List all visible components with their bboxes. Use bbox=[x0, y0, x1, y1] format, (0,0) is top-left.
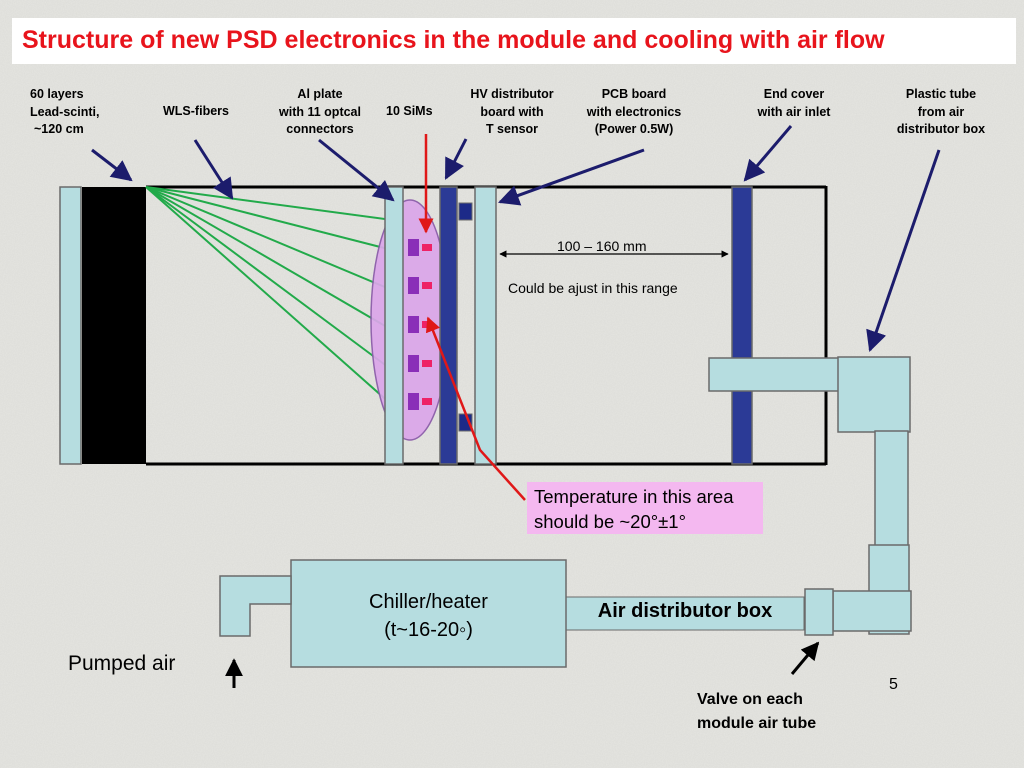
chiller-heater bbox=[290, 559, 567, 668]
air-distributor-box bbox=[565, 596, 805, 631]
page-number: 5 bbox=[889, 676, 898, 693]
label-hv-distributor: HV distributor board with T sensor bbox=[470, 87, 554, 136]
title-banner bbox=[12, 18, 1016, 64]
label-plastic-tube: Plastic tube from air distributor box bbox=[896, 87, 986, 136]
label-layers: 60 layers Lead-scinti, ~120 cm bbox=[30, 87, 100, 136]
air-distributor-label: Air distributor box bbox=[597, 600, 773, 622]
air-tube bbox=[708, 356, 912, 635]
temperature-note: Temperature in this area should be ~20°±… bbox=[527, 482, 763, 534]
hv-distributor-board bbox=[439, 186, 458, 465]
wls-fibers bbox=[145, 186, 393, 406]
lead-scintillator-stack bbox=[82, 187, 146, 464]
pcb-board bbox=[474, 186, 497, 465]
label-end-cover: End cover with air inlet bbox=[757, 87, 831, 119]
label-al-plate: Al plate with 11 optcal connectors bbox=[279, 87, 361, 136]
inlet-pipe bbox=[219, 575, 292, 637]
hv-connector-top bbox=[458, 202, 473, 221]
dimension-label: 100 – 160 mm bbox=[557, 238, 647, 254]
slide-title: Structure of new PSD electronics in the … bbox=[22, 26, 885, 54]
front-plate bbox=[59, 186, 82, 465]
adjust-note: Could be ajust in this range bbox=[508, 280, 678, 296]
pumped-air-label: Pumped air bbox=[68, 652, 176, 675]
end-cover bbox=[731, 186, 753, 465]
valve-label: Valve on each module air tube bbox=[697, 691, 817, 732]
label-wls-fibers: WLS-fibers bbox=[163, 104, 229, 118]
callout-arrows bbox=[91, 125, 941, 352]
chiller-label: Chiller/heater (t~16-20◦) bbox=[369, 591, 488, 641]
label-sims: 10 SiMs bbox=[386, 104, 433, 118]
black-arrows bbox=[225, 641, 820, 688]
valve bbox=[804, 588, 834, 636]
red-arrows bbox=[418, 134, 526, 501]
label-pcb-board: PCB board with electronics (Power 0.5W) bbox=[586, 87, 682, 136]
al-plate bbox=[384, 186, 404, 465]
